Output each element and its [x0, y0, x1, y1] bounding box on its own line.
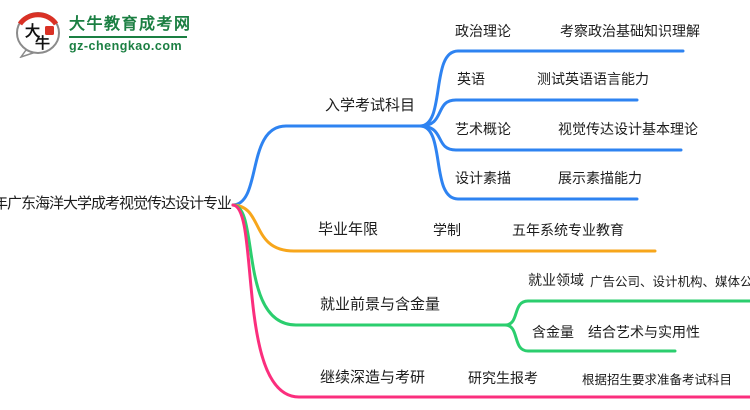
grandchild-node-english-desc: 测试英语语言能力 [537, 71, 649, 87]
child-node-study-length: 学制 [433, 222, 461, 238]
branch-node-career: 就业前景与含金量 [320, 296, 441, 313]
logo-divider [69, 36, 187, 38]
branch-line-exam-english [418, 98, 639, 128]
grandchild-node-politics-desc: 考察政治基础知识理解 [560, 23, 700, 39]
branch-line-career-value [503, 323, 677, 353]
grandchild-node-art-theory-desc: 视觉传达设计基本理论 [558, 121, 698, 137]
grandchild-node-postgrad-desc: 根据招生要求准备考试科目 [582, 373, 733, 387]
child-node-art-theory: 艺术概论 [455, 121, 511, 137]
logo-badge-char2: 牛 [35, 34, 50, 52]
branch-line-further-study [231, 203, 750, 399]
branch-line-exam-politics [418, 49, 685, 128]
grandchild-node-sketch-desc: 展示素描能力 [558, 170, 642, 186]
child-node-politics: 政治理论 [455, 23, 511, 39]
child-node-postgrad: 研究生报考 [468, 370, 538, 386]
child-node-value: 含金量 [532, 324, 574, 340]
grandchild-node-study-length-desc: 五年系统专业教育 [512, 222, 624, 238]
branch-node-exam-subjects: 入学考试科目 [324, 97, 415, 114]
child-node-career-fields: 就业领域 [528, 272, 584, 288]
branch-node-further-study: 继续深造与考研 [320, 369, 426, 386]
branch-line-exam-subjects [231, 124, 422, 207]
grandchild-node-value-desc: 结合艺术与实用性 [588, 324, 700, 340]
grandchild-node-career-fields-desc: 广告公司、设计机构、媒体公司 [590, 275, 750, 289]
child-node-sketch: 设计素描 [455, 170, 511, 186]
logo-badge-char1: 大 [25, 22, 40, 40]
daniu-logo-icon: 大 牛 [16, 12, 60, 58]
branch-line-career [231, 203, 507, 327]
branch-line-exam-sketch [418, 124, 639, 201]
logo-domain: gz-chengkao.com [69, 39, 183, 53]
site-logo: 大 牛 大牛教育成考网 gz-chengkao.com [14, 11, 192, 58]
logo-title: 大牛教育成考网 [69, 16, 192, 33]
root-node: 2025年广东海洋大学成考视觉传达设计专业 [0, 195, 232, 212]
branch-node-graduation-years: 毕业年限 [318, 221, 379, 238]
branch-line-graduation-years [231, 203, 657, 253]
child-node-english: 英语 [457, 71, 485, 87]
